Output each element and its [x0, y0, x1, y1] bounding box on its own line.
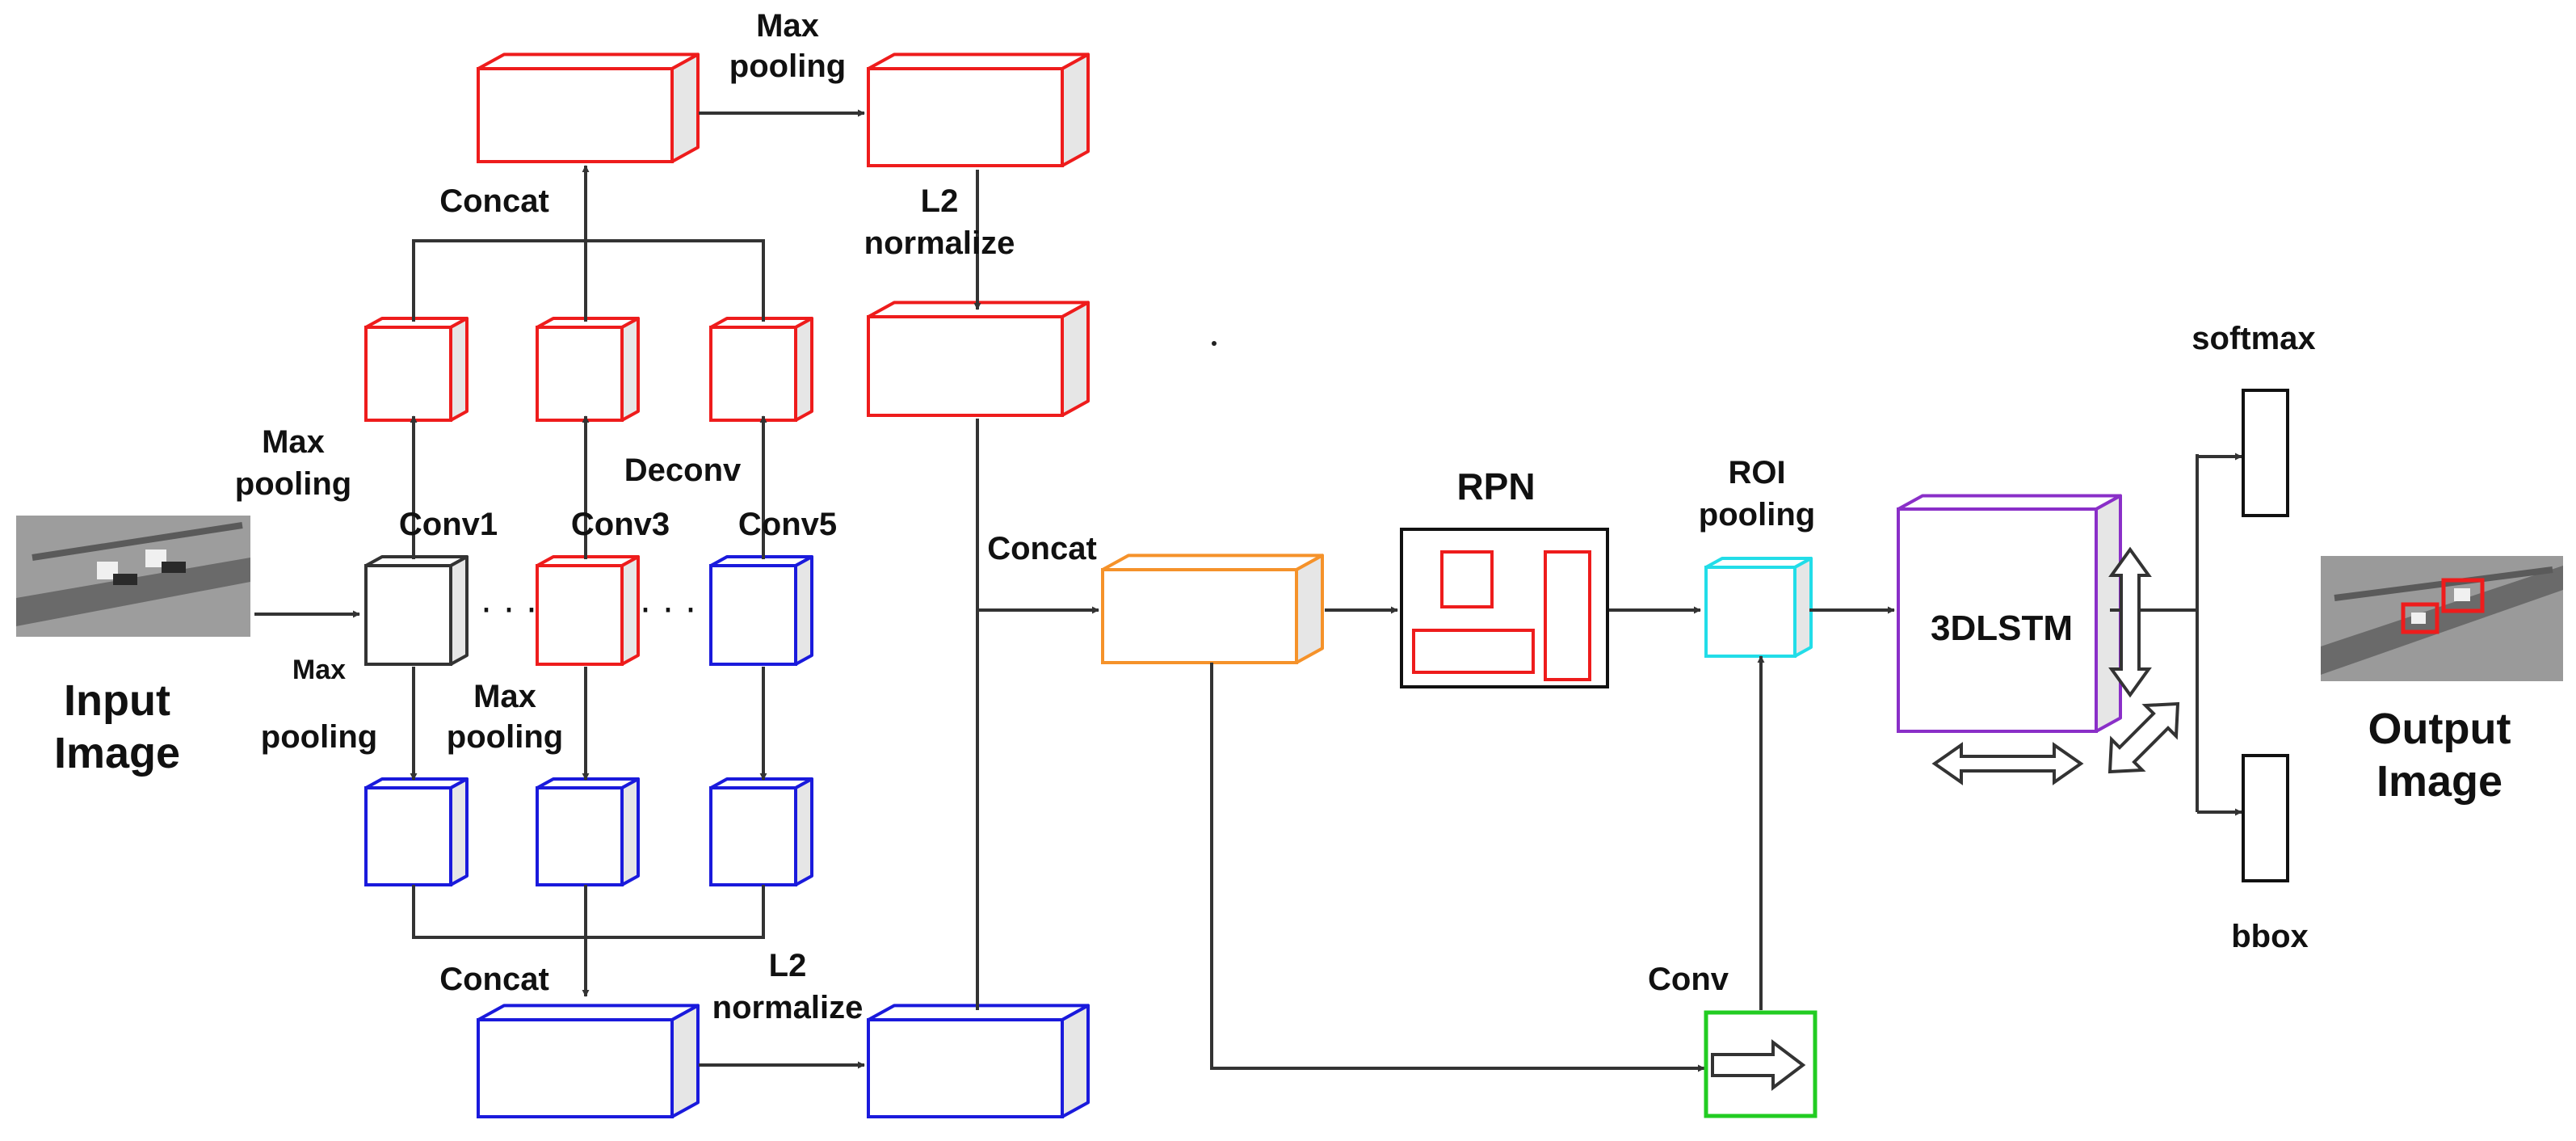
max-pooling-top-line2: pooling	[729, 48, 846, 84]
arrow-orange-to-conv	[1210, 663, 1705, 1072]
lstm-label: 3DLSTM	[1931, 608, 2073, 648]
bbox-label: bbox	[2231, 919, 2309, 954]
roi-pooling-line1: ROI	[1728, 455, 1785, 491]
input-image-label-line2: Image	[54, 729, 180, 777]
l2-normalize-top-line2: normalize	[864, 225, 1015, 261]
blue-block-conv3	[536, 777, 640, 886]
output-image	[2321, 556, 2563, 681]
max-pooling-mid2-line1: Max	[473, 679, 536, 714]
lstm-direction-arrows	[1931, 546, 2180, 785]
l2-normalize-top-line1: L2	[921, 183, 959, 219]
rpn-proposal-3	[1412, 629, 1535, 674]
ellipsis-2: · · ·	[640, 590, 696, 631]
detection-box-1	[2401, 602, 2439, 634]
horizontal-double-arrow-icon	[1931, 742, 2084, 785]
rpn-label: RPN	[1456, 465, 1535, 507]
max-pooling-top-line1: Max	[756, 8, 819, 44]
max-pooling-left-line1: Max	[262, 424, 325, 460]
blue-conv5	[709, 555, 813, 666]
orange-concat-block	[1101, 554, 1324, 664]
rpn-block	[1400, 528, 1609, 688]
input-image	[16, 516, 250, 637]
stray-dot	[1212, 341, 1217, 346]
l2-normalize-bottom-line1: L2	[769, 948, 807, 983]
input-image-label-line1: Input	[64, 676, 170, 725]
conv1-label: Conv1	[399, 507, 498, 542]
softmax-block	[2242, 389, 2289, 517]
red-block-top-left	[477, 53, 700, 163]
output-image-label-line1: Output	[2368, 705, 2511, 753]
output-image-label-line2: Image	[2376, 757, 2502, 806]
l2-normalize-bottom-line2: normalize	[712, 990, 864, 1025]
conv3-label: Conv3	[571, 507, 670, 542]
cyan-roi-block	[1704, 557, 1813, 658]
softmax-label: softmax	[2191, 321, 2315, 356]
black-conv1	[364, 555, 469, 666]
feature-blocks	[364, 53, 2122, 1118]
max-pooling-mid1-line1: Max	[292, 655, 346, 685]
ellipsis-1: · · ·	[481, 590, 537, 631]
roi-pooling-line2: pooling	[1699, 497, 1815, 533]
max-pooling-left-line2: pooling	[235, 466, 351, 502]
blue-block-conv1	[364, 777, 469, 886]
red-conv3	[536, 555, 640, 666]
blue-block-bottom-left	[477, 1004, 700, 1118]
concat-top-label: Concat	[439, 183, 549, 219]
red-block-top-right-2	[867, 301, 1090, 417]
detection-box-2	[2441, 578, 2485, 613]
concat-top-bracket	[412, 239, 765, 322]
concat-bottom-bracket	[412, 885, 765, 939]
labels: Max pooling Concat L2 normalize Max pool…	[235, 8, 2316, 1025]
vertical-double-arrow-icon	[2108, 546, 2152, 698]
max-pooling-mid2-line2: pooling	[447, 719, 563, 755]
red-small-conv3	[536, 317, 640, 422]
bbox-block	[2242, 754, 2289, 882]
blue-block-bottom-right	[867, 1004, 1090, 1118]
concat-mid-label: Concat	[987, 531, 1097, 566]
rpn-proposal-1	[1440, 550, 1494, 608]
hollow-arrow-icon	[1711, 1038, 1806, 1092]
blue-block-conv5	[709, 777, 813, 886]
concat-bottom-label: Concat	[439, 962, 549, 997]
red-small-conv5	[709, 317, 813, 422]
max-pooling-mid1-line2: pooling	[261, 719, 377, 755]
rpn-proposal-2	[1544, 550, 1591, 681]
red-block-top-right	[867, 53, 1090, 167]
purple-lstm-block	[1897, 494, 2122, 733]
diagonal-double-arrow-icon	[2107, 701, 2180, 774]
deconv-label: Deconv	[624, 453, 742, 488]
conv-block	[1704, 1010, 1817, 1118]
red-small-conv1	[364, 317, 469, 422]
conv-green-label: Conv	[1648, 962, 1729, 997]
connectors	[254, 109, 2242, 1072]
conv5-label: Conv5	[738, 507, 837, 542]
